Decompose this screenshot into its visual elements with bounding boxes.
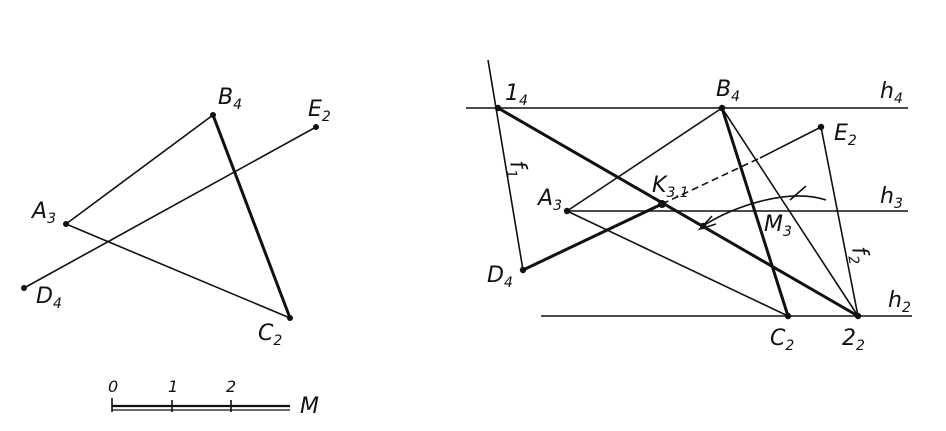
line-d-e [23, 126, 317, 289]
edge-b-c [211, 114, 292, 319]
label-h3: h3 [880, 184, 903, 212]
label-a: A3 [30, 199, 56, 227]
line-f1 [487, 59, 524, 271]
line-b-2 [721, 107, 859, 317]
construction-curve [702, 195, 827, 227]
point-d [21, 285, 27, 291]
point-c [784, 312, 792, 320]
scale-label-1: 1 [168, 377, 178, 396]
point-a [563, 207, 571, 215]
line-f2 [820, 126, 859, 317]
edge-a-c [65, 223, 291, 319]
point-a [63, 221, 69, 227]
left-figure: A3 B4 C2 D4 E2 [21, 85, 331, 349]
label-m: M3 [764, 212, 792, 240]
line-1-2 [497, 106, 859, 318]
label-h4: h4 [880, 79, 903, 107]
point-b [718, 104, 726, 112]
label-e: E2 [834, 121, 857, 149]
point-k [658, 200, 666, 208]
edge-a-b [65, 114, 214, 225]
label-1: 14 [505, 81, 528, 109]
scale-unit: M [300, 394, 319, 419]
label-a: A3 [536, 186, 562, 214]
scale-label-0: 0 [108, 377, 118, 396]
edge-b-c [720, 107, 790, 317]
right-figure: 14 B4 h4 E2 A3 K3.1 h3 M3 D4 h2 C2 22 f1… [466, 59, 912, 354]
point-b [210, 112, 216, 118]
label-e: E2 [308, 97, 331, 125]
line-k-e-hidden [661, 157, 761, 205]
label-d: D4 [36, 284, 62, 312]
label-k: K3.1 [652, 173, 689, 201]
label-h2: h2 [888, 288, 911, 316]
label-c: C2 [258, 321, 282, 349]
label-2: 22 [842, 326, 865, 354]
scale-bar: 0 1 2 M [108, 377, 319, 419]
label-c: C2 [770, 326, 794, 354]
label-d: D4 [487, 263, 513, 291]
arrow-head [697, 215, 717, 231]
line-d-k [522, 202, 663, 272]
edge-a-b [566, 107, 723, 212]
scale-label-2: 2 [226, 377, 236, 396]
point-e [313, 124, 319, 130]
point-1 [494, 104, 502, 112]
label-f1: f1 [501, 159, 531, 180]
point-2 [854, 312, 862, 320]
point-m [699, 222, 707, 230]
point-e [817, 123, 825, 131]
label-b: B4 [218, 85, 242, 113]
edge-a-c [566, 210, 789, 317]
tick-mark [789, 185, 807, 201]
point-d [519, 266, 527, 274]
label-f2: f2 [843, 245, 873, 266]
line-e-segment [759, 126, 822, 159]
point-c [287, 315, 293, 321]
label-b: B4 [716, 77, 740, 105]
